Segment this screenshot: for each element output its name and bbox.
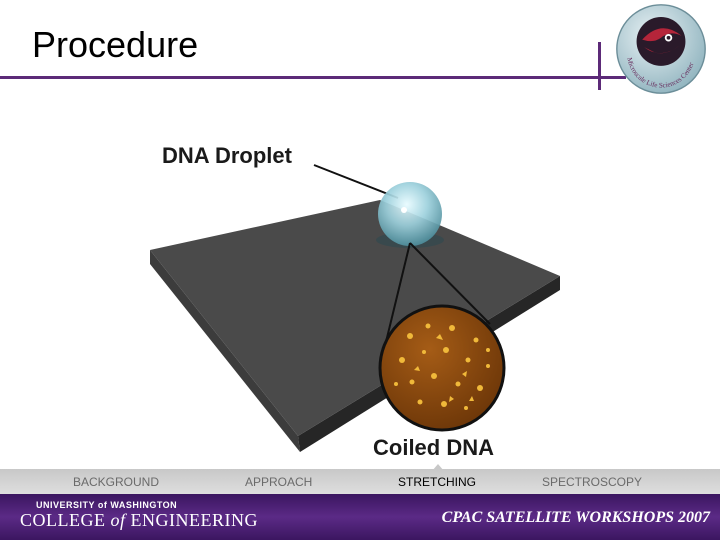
- coiled-dna-circle: [378, 304, 506, 432]
- mlsc-logo: Microscale Life Sciences Center: [616, 4, 706, 94]
- slab-left-side: [150, 250, 300, 452]
- college-name: COLLEGE of ENGINEERING: [20, 510, 258, 530]
- zoom-line-right: [409, 242, 491, 325]
- active-nav-marker: [432, 464, 444, 471]
- coiled-dna-label: Coiled DNA: [373, 435, 494, 460]
- title-divider: [598, 42, 601, 90]
- zoom-line-left: [384, 242, 411, 347]
- title-underline: [0, 76, 606, 79]
- coiled-dna-strands: [394, 323, 490, 410]
- slide-title: Procedure: [32, 24, 199, 65]
- nav-background[interactable]: BACKGROUND: [73, 475, 160, 489]
- footer-banner: UNIVERSITY of WASHINGTON COLLEGE of ENGI…: [0, 494, 720, 540]
- nav-spectroscopy[interactable]: SPECTROSCOPY: [542, 475, 643, 489]
- title-underline-tail: [598, 76, 626, 79]
- nav-approach[interactable]: APPROACH: [245, 475, 313, 489]
- nav-stretching[interactable]: STRETCHING: [398, 475, 476, 489]
- droplet-leader-line: [313, 164, 399, 199]
- dna-droplet-diagram: [150, 164, 560, 452]
- section-nav-bar: BACKGROUND APPROACH STRETCHING SPECTROSC…: [0, 469, 720, 494]
- university-line: UNIVERSITY of WASHINGTON: [36, 500, 178, 510]
- dna-droplet: [378, 182, 442, 246]
- workshops-title: CPAC SATELLITE WORKSHOPS 2007: [441, 509, 710, 526]
- dna-droplet-label: DNA Droplet: [162, 143, 292, 168]
- slab-top: [150, 200, 560, 436]
